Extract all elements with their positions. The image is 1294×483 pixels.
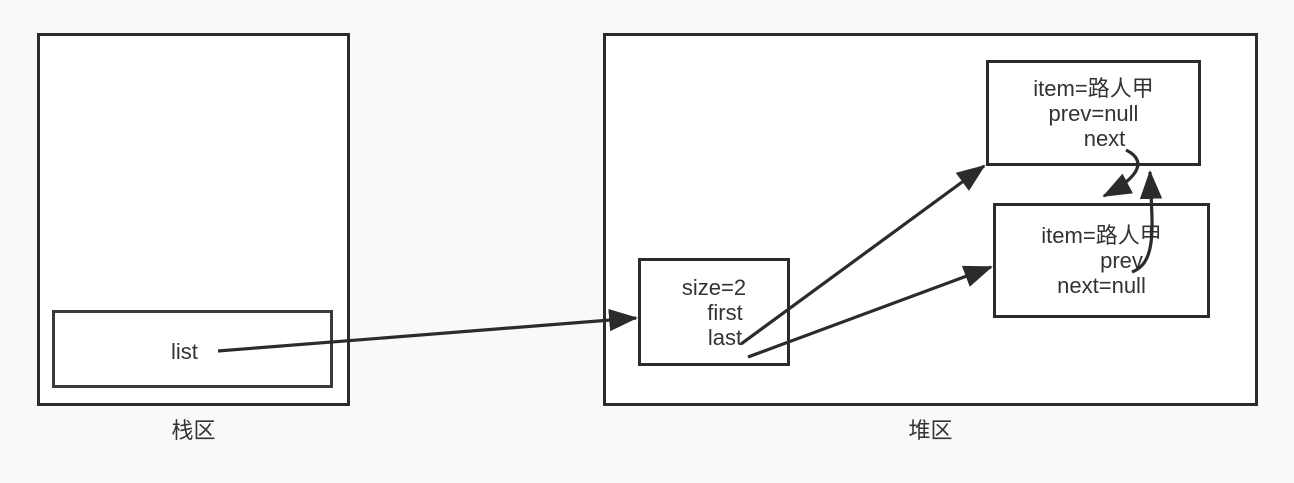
node-1-field-prev: prev=null xyxy=(1048,100,1139,126)
linkedlist-field-size: size=2 xyxy=(681,274,747,300)
linkedlist-object-box: size=2 first last xyxy=(638,258,790,366)
arrow-list-to-linkedlist xyxy=(217,308,638,353)
node-2-field-next: next=null xyxy=(1057,273,1146,298)
stack-frame-slot xyxy=(52,310,333,388)
node-1-field-next: next xyxy=(1083,125,1126,151)
heap-region-caption: 堆区 xyxy=(908,418,953,443)
stack-region-caption: 栈区 xyxy=(171,418,216,443)
node-1-box: item=路人甲 prev=null next xyxy=(986,60,1201,166)
node-2-box: item=路人甲 prev next=null xyxy=(993,203,1210,318)
arrow-node2-prev-to-node1 xyxy=(1131,170,1163,274)
linkedlist-field-first: first xyxy=(707,299,743,325)
arrow-first-to-node1 xyxy=(740,164,986,346)
arrow-last-to-node2 xyxy=(747,265,993,359)
node-1-field-item: item=路人甲 xyxy=(1033,75,1154,101)
arrow-node1-next-to-node2 xyxy=(1102,148,1140,198)
node-2-field-item: item=路人甲 xyxy=(1041,223,1162,248)
linkedlist-field-last: last xyxy=(707,324,743,350)
stack-variable-list: list xyxy=(171,339,198,364)
